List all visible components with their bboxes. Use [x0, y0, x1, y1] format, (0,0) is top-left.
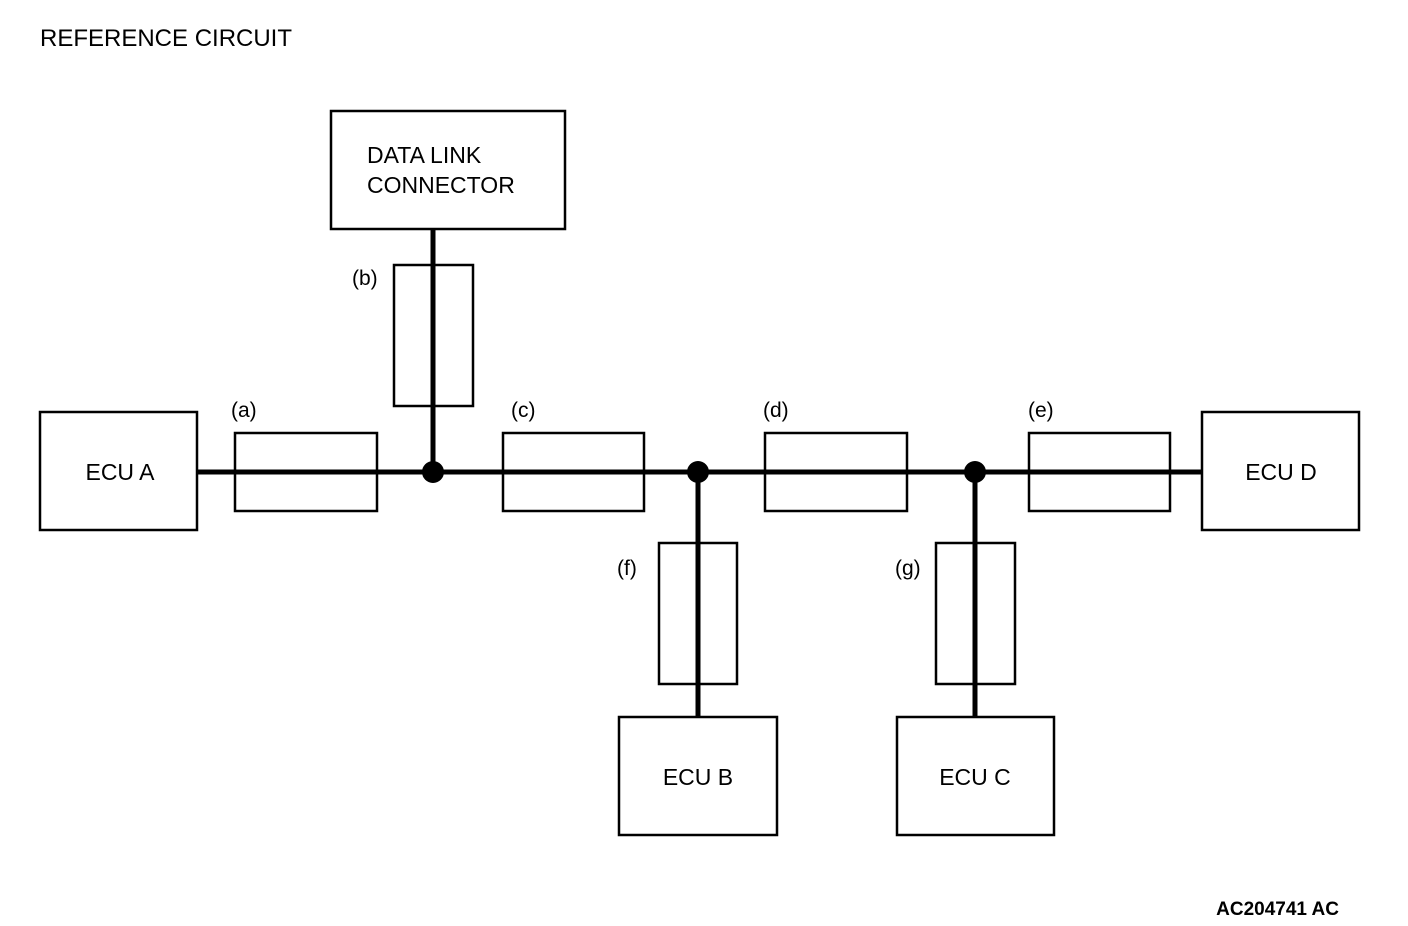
- segment-b-label: (b): [352, 267, 378, 290]
- ecu-d-box: [1200, 410, 1361, 532]
- junction-node-dlc: [422, 461, 444, 483]
- junction-node-ecu-c: [964, 461, 986, 483]
- ecu-b-label: ECU B: [663, 764, 733, 790]
- data-link-connector-label-line2: CONNECTOR: [367, 172, 515, 198]
- segment-e-label: (e): [1028, 399, 1054, 422]
- ecu-d-label: ECU D: [1245, 459, 1317, 485]
- data-link-connector-label-line1: DATA LINK: [367, 142, 482, 168]
- ecu-c-label: ECU C: [939, 764, 1011, 790]
- segment-d-label: (d): [763, 399, 789, 422]
- ecu-a-box: [38, 410, 199, 532]
- ecu-c-box: [895, 715, 1056, 837]
- segment-c-label: (c): [511, 399, 536, 422]
- junction-node-ecu-b: [687, 461, 709, 483]
- ecu-b-box: [617, 715, 779, 837]
- data-link-connector-box: [329, 109, 567, 231]
- segment-a-label: (a): [231, 399, 257, 422]
- diagram-title: REFERENCE CIRCUIT: [40, 25, 292, 52]
- segment-g-label: (g): [895, 557, 921, 580]
- ecu-a-label: ECU A: [85, 459, 155, 485]
- segment-f-label: (f): [617, 557, 637, 580]
- figure-code: AC204741 AC: [1216, 899, 1339, 920]
